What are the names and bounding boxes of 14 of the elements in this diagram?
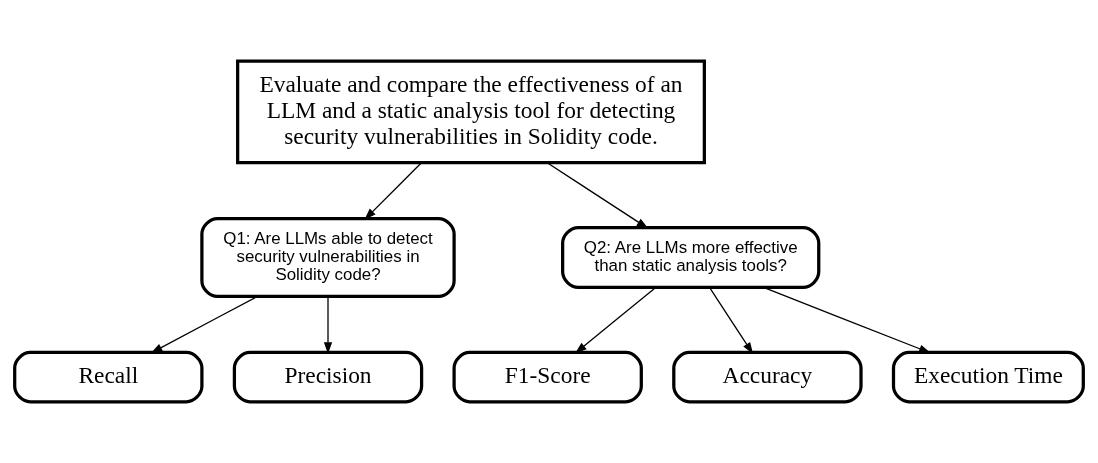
node-box: Precision (232, 350, 424, 404)
arrow (762, 286, 931, 354)
arrow (709, 287, 754, 354)
node-box: Evaluate and compare the effectiveness of an LLM and a static analysis tool for detecting security vulnerabilities in Solidity code. (236, 59, 706, 165)
node-box: Q1: Are LLMs able to detect security vulnerabilities in Solidity code? (200, 216, 456, 299)
node-box: F1-Score (452, 350, 643, 404)
arrow (150, 296, 258, 354)
node-box: Recall (13, 350, 204, 404)
node-box: Execution Time (891, 350, 1085, 404)
arrow (364, 162, 423, 220)
node-box: Accuracy (672, 350, 863, 404)
arrow (546, 162, 649, 229)
arrow (575, 286, 657, 354)
node-box: Q2: Are LLMs more effective than static analysis tools? (561, 225, 821, 290)
